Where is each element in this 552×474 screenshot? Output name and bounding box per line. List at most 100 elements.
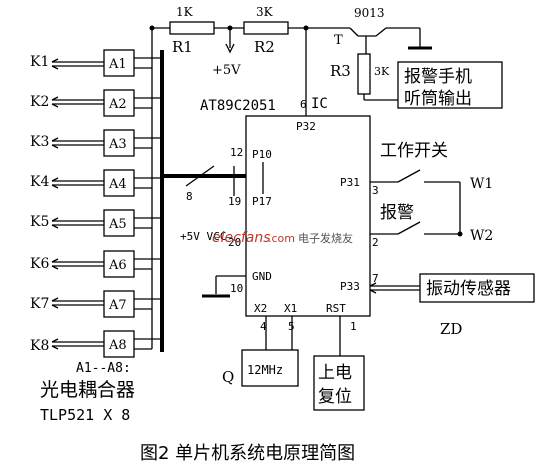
pin-p32: P32 xyxy=(296,120,316,133)
crystal-freq: 12MHz xyxy=(247,363,283,377)
mcu-name: AT89C2051 xyxy=(200,98,276,114)
watermark-cn: 电子发烧友 xyxy=(298,231,353,245)
pin-4: 4 xyxy=(260,320,267,333)
output-k6: K6 xyxy=(30,256,104,272)
pin-6-label: 6 xyxy=(300,98,307,111)
transistor-t: 9013 T R3 3K xyxy=(330,6,432,101)
transistor-label: T xyxy=(334,33,343,48)
output-label: K8 xyxy=(30,338,49,354)
ic-label: IC xyxy=(311,96,328,112)
coupler-label: A2 xyxy=(108,97,127,112)
coupler-box xyxy=(103,250,135,278)
figure-caption: 图2 单片机系统电原理简图 xyxy=(140,443,355,464)
output-label: K4 xyxy=(30,174,49,190)
r3-value: 3K xyxy=(374,65,390,78)
vcc-label: +5V VCC xyxy=(180,230,226,243)
alarm-phone-box: 报警手机 听筒输出 xyxy=(397,61,503,109)
coupler-label: A6 xyxy=(108,258,127,273)
r3-label: R3 xyxy=(330,62,351,80)
bus-count-label: 8 xyxy=(186,190,193,203)
coupler-part: TLP521 X 8 xyxy=(40,406,130,424)
watermark-logo: elecfans xyxy=(212,230,271,246)
r2-value: 3K xyxy=(256,5,274,19)
pin-rst: RST xyxy=(326,302,346,315)
resistor-network: 1K R1 +5V 3K R2 xyxy=(152,5,350,116)
pin-p31: P31 xyxy=(340,176,360,189)
coupler-box xyxy=(103,209,135,237)
pin-19: 19 xyxy=(228,195,241,208)
mcu-block: AT89C2051 6 IC P32 P10 P17 12 19 P31 3 +… xyxy=(180,96,379,333)
output-k4: K4 xyxy=(30,174,104,190)
pin-10: 10 xyxy=(230,282,243,295)
switch-area: 工作开关 W1 报警 W2 xyxy=(370,141,493,244)
resistor-r1 xyxy=(169,21,215,35)
pin-3: 3 xyxy=(372,184,379,197)
output-column: K1 K2 K3 K4 K5 K6 K7 xyxy=(30,54,104,354)
resistor-r3 xyxy=(357,53,371,95)
alarm-phone-line1: 报警手机 xyxy=(404,67,472,87)
pin-7: 7 xyxy=(372,272,379,285)
r1-label: R1 xyxy=(172,38,193,56)
coupler-label: A7 xyxy=(108,298,127,313)
zd-label: ZD xyxy=(440,320,462,338)
output-k7: K7 xyxy=(30,296,104,312)
crystal-q: Q xyxy=(222,368,234,386)
watermark-domain: .com xyxy=(268,232,295,245)
work-switch-label: 工作开关 xyxy=(380,141,448,161)
pin-x1: X1 xyxy=(284,302,297,315)
pin-gnd: GND xyxy=(252,270,272,283)
output-k1: K1 xyxy=(30,54,104,70)
alarm-phone-line2: 听筒输出 xyxy=(404,89,472,109)
coupler-box xyxy=(103,290,135,318)
coupler-box xyxy=(103,330,135,358)
switch-w1: W1 xyxy=(470,176,493,192)
coupler-label: A1 xyxy=(108,57,127,72)
pin-12: 12 xyxy=(230,146,243,159)
mcu-chip xyxy=(245,115,371,317)
coupler-box xyxy=(103,89,135,117)
transistor-part: 9013 xyxy=(354,6,385,20)
coupler-note: A1--A8: 光电耦合器 TLP521 X 8 xyxy=(40,361,135,424)
output-k8: K8 xyxy=(30,338,104,354)
coupler-box xyxy=(103,129,135,157)
pin-2: 2 xyxy=(372,236,379,249)
vibration-label: 振动传感器 xyxy=(426,279,511,299)
output-label: K5 xyxy=(30,214,49,230)
output-k3: K3 xyxy=(30,134,104,150)
coupler-label: A5 xyxy=(108,217,127,232)
coupler-box xyxy=(103,49,135,77)
r2-label: R2 xyxy=(254,38,275,56)
resistor-r2 xyxy=(243,21,289,35)
output-label: K7 xyxy=(30,296,49,312)
switch-w2: W2 xyxy=(470,228,493,244)
pin-20: 20 xyxy=(228,236,241,249)
output-k2: K2 xyxy=(30,94,104,110)
coupler-label: A3 xyxy=(108,137,127,152)
reset-line1: 上电 xyxy=(318,363,352,383)
vibration-sensor: 振动传感器 ZD xyxy=(369,273,535,338)
coupler-column: A1 A2 A3 A4 A5 A6 A7 A8 xyxy=(103,49,135,358)
output-label: K1 xyxy=(30,54,49,70)
watermark: elecfans .com 电子发烧友 xyxy=(212,230,353,246)
coupler-label: A8 xyxy=(108,338,127,353)
crystal: Q 12MHz xyxy=(222,316,299,387)
pin-5: 5 xyxy=(288,320,295,333)
reset-line2: 复位 xyxy=(318,387,352,407)
coupler-box xyxy=(103,169,135,197)
coupler-label: A4 xyxy=(108,177,127,192)
pin-1: 1 xyxy=(350,320,357,333)
output-k5: K5 xyxy=(30,214,104,230)
output-label: K3 xyxy=(30,134,49,150)
coupler-range: A1--A8: xyxy=(76,361,131,376)
coupler-name: 光电耦合器 xyxy=(40,379,135,401)
output-label: K6 xyxy=(30,256,49,272)
r1-value: 1K xyxy=(176,5,194,19)
output-label: K2 xyxy=(30,94,49,110)
supply-label: +5V xyxy=(212,63,241,78)
reset-circuit: 上电 复位 xyxy=(313,316,365,411)
pin-x2: X2 xyxy=(254,302,267,315)
pin-p17: P17 xyxy=(252,195,272,208)
alarm-label: 报警 xyxy=(380,203,414,223)
pin-p33: P33 xyxy=(340,280,360,293)
